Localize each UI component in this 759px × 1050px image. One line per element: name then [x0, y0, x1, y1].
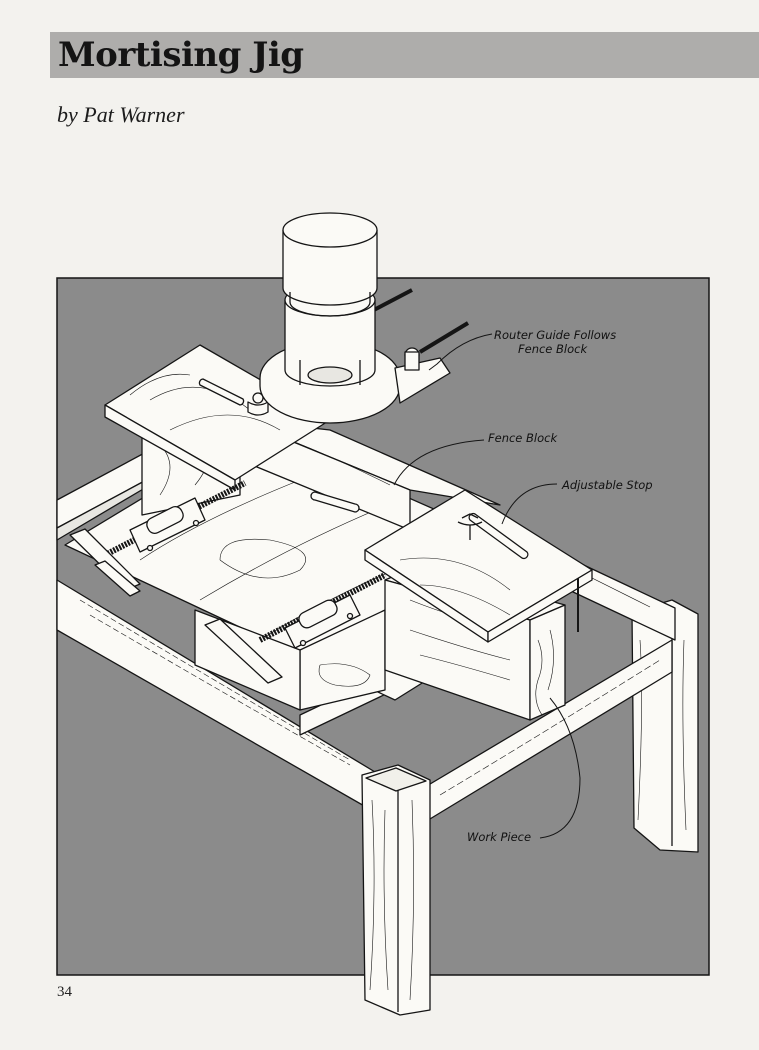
router-guide-rods [369, 288, 470, 354]
work-piece-leader [539, 697, 581, 839]
callout-work-piece: Work Piece [467, 830, 531, 844]
rear-clamp [69, 497, 206, 597]
callout-router-guide-line2: Fence Block [518, 342, 588, 356]
adjustable-stop [364, 489, 593, 643]
fence-block-leader [393, 439, 485, 486]
title-bar [50, 32, 759, 78]
article-byline: by Pat Warner [57, 102, 185, 127]
front-leg [361, 764, 431, 1016]
callout-router-guide-line1: Router Guide Follows [494, 328, 616, 342]
stand-left-rail [56, 449, 151, 541]
adjustable-stop-leader [501, 483, 558, 525]
callout-fence-block: Fence Block [488, 431, 558, 445]
page-number: 34 [57, 984, 72, 1000]
back-right-leg [631, 599, 699, 853]
callout-adjustable-stop: Adjustable Stop [561, 478, 653, 492]
callout-leaders [393, 333, 581, 839]
router-guide-leader [428, 333, 493, 371]
router-motor [282, 212, 378, 387]
article-title: Mortising Jig [58, 35, 304, 75]
front-clamp [204, 594, 361, 684]
